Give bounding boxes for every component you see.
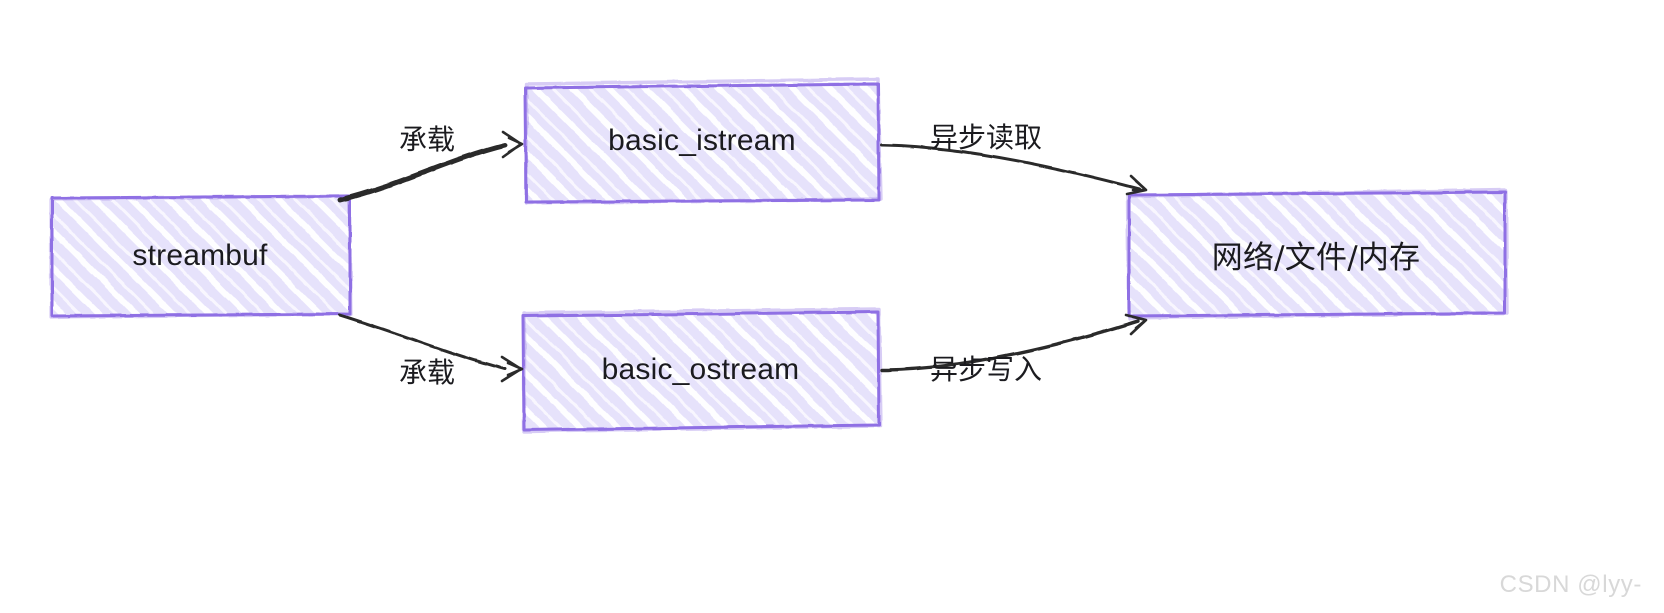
edge-streambuf-to-istream <box>337 130 524 203</box>
node-streambuf-fill <box>51 197 350 316</box>
node-basic-ostream-border <box>521 310 881 432</box>
edge-ostream-to-sink-line <box>880 319 1140 372</box>
node-basic-istream-border <box>523 82 881 204</box>
edge-streambuf-to-ostream-line <box>338 313 507 371</box>
edge-istream-to-sink-line <box>880 143 1141 191</box>
edge-ostream-to-sink <box>880 313 1148 372</box>
edge-streambuf-to-ostream-arrowhead <box>500 355 524 383</box>
edge-streambuf-to-istream-arrowhead <box>501 130 524 159</box>
node-basic-istream[interactable] <box>523 77 883 205</box>
edge-streambuf-to-istream-line <box>337 142 508 203</box>
node-sink-fill <box>1129 192 1506 316</box>
node-basic-ostream-fill <box>524 311 880 429</box>
edge-ostream-to-sink-arrowhead <box>1124 313 1148 336</box>
node-basic-ostream[interactable] <box>521 307 883 433</box>
watermark: CSDN @lyy- <box>1499 571 1642 598</box>
edge-istream-to-sink <box>880 143 1148 196</box>
node-sink[interactable] <box>1126 188 1509 320</box>
node-streambuf-border <box>50 194 352 318</box>
node-sink-border <box>1127 190 1507 318</box>
edge-streambuf-to-ostream <box>338 313 524 383</box>
node-streambuf[interactable] <box>49 194 353 319</box>
node-basic-istream-fill <box>526 82 880 201</box>
edge-istream-to-sink-arrowhead <box>1125 174 1148 196</box>
